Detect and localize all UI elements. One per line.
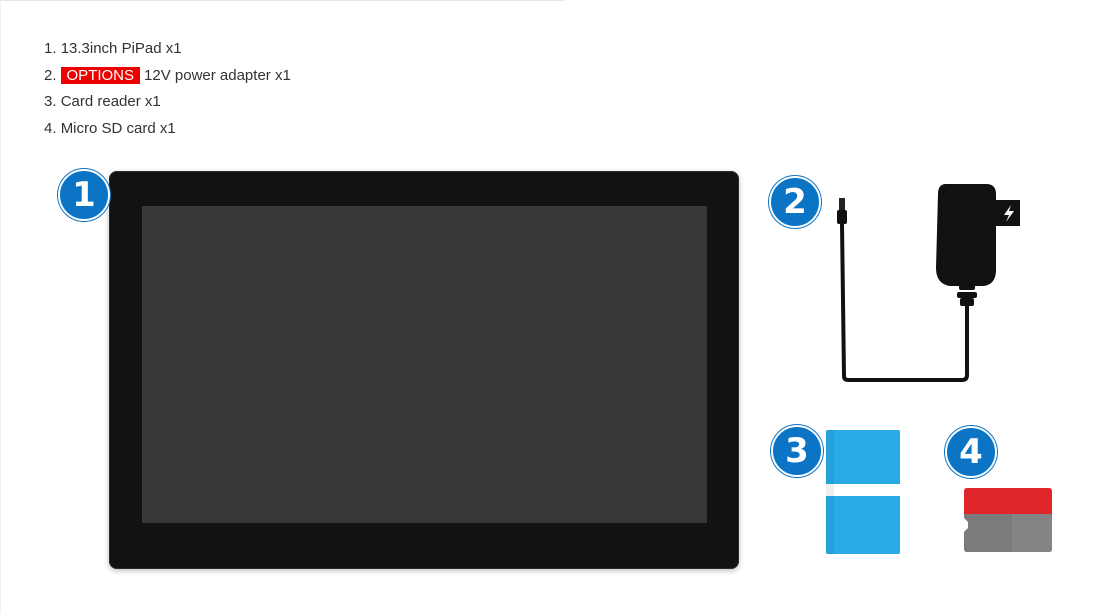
sd-card-label: [964, 488, 1052, 514]
strain-relief: [957, 292, 977, 298]
list-item: 3. Card reader x1: [44, 89, 291, 116]
card-reader-image: [826, 430, 900, 554]
list-item-index: 4.: [44, 119, 57, 137]
micro-sd-card-icon: [964, 488, 1052, 552]
options-badge: OPTIONS: [60, 66, 141, 84]
number-badge-4: 4: [945, 426, 997, 478]
number-badge-2: 2: [769, 176, 821, 228]
pipad-tablet-image: [109, 171, 739, 569]
sd-card-highlight: [1012, 514, 1052, 552]
list-item-index: 3.: [44, 93, 57, 110]
tablet-screen: [142, 206, 707, 523]
list-item-index: 1.: [44, 40, 57, 57]
list-item-index: 2.: [44, 66, 57, 84]
card-reader-cap: [826, 430, 900, 484]
dc-plug: [837, 210, 847, 224]
dc-plug-tip: [839, 198, 845, 212]
list-item-text: Micro SD card x1: [60, 119, 176, 137]
strain-relief: [960, 298, 974, 306]
top-divider: [0, 0, 565, 1]
number-badge-1: 1: [58, 169, 110, 221]
card-reader-band: [826, 484, 900, 496]
list-item: 1. 13.3inch PiPad x1: [44, 36, 291, 63]
list-item: 4. Micro SD card x1: [44, 116, 291, 143]
power-adapter-icon: [837, 184, 1020, 382]
left-divider: [0, 0, 1, 614]
lightning-bolt-icon: [1004, 205, 1014, 222]
list-item-text: Card reader x1: [60, 93, 161, 110]
list-item-text: 12V power adapter x1: [144, 66, 291, 84]
list-item-text: 13.3inch PiPad x1: [60, 40, 182, 57]
power-cable: [840, 223, 969, 382]
card-reader-body: [826, 496, 900, 554]
adapter-body: [936, 184, 996, 286]
number-badge-3: 3: [771, 425, 823, 477]
card-reader-shade: [826, 430, 834, 554]
